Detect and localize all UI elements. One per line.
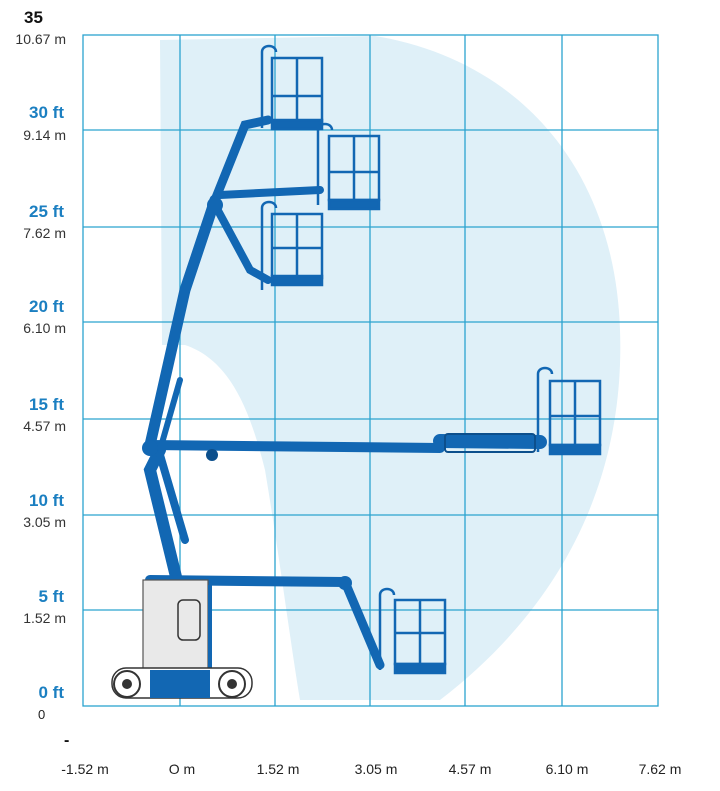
x-label-0m: O m: [168, 761, 196, 777]
basket-top: [260, 44, 324, 131]
top-height-value: 35: [24, 8, 43, 27]
chassis: [111, 579, 253, 699]
y-label-zero: 0: [38, 707, 46, 722]
y-label-1-52m: 1.52 m: [23, 610, 66, 626]
pivot-joint-upper: [207, 197, 223, 213]
y-label-3-05m: 3.05 m: [23, 514, 66, 530]
dash-mark: -: [64, 732, 70, 749]
y-label-9-14m: 9.14 m: [23, 127, 66, 143]
x-label-3-05m: 3.05 m: [354, 761, 398, 777]
x-label-neg-1-52m: -1.52 m: [61, 761, 109, 777]
basket-upper-mid: [260, 200, 324, 290]
basket-upper-right: [316, 122, 381, 211]
y-label-30ft: 30 ft: [29, 103, 64, 122]
working-envelope: [160, 36, 621, 700]
y-label-6-10m: 6.10 m: [23, 320, 66, 336]
x-label-6-10m: 6.10 m: [545, 761, 589, 777]
pivot-joint-low: [338, 576, 352, 590]
y-label-4-57m: 4.57 m: [23, 418, 66, 434]
pivot-joint-outreach: [206, 449, 218, 461]
basket-low: [378, 587, 447, 675]
x-label-7-62m: 7.62 m: [638, 761, 682, 777]
y-label-20ft: 20 ft: [29, 297, 64, 316]
outreach-boom-sleeve: [444, 433, 536, 453]
y-label-15ft: 15 ft: [29, 395, 64, 414]
top-height-meter: 10.67 m: [15, 31, 66, 47]
x-label-4-57m: 4.57 m: [448, 761, 492, 777]
y-label-7-62m: 7.62 m: [23, 225, 66, 241]
y-label-25ft: 25 ft: [29, 202, 64, 221]
pivot-joint-mid: [142, 440, 158, 456]
y-label-10ft: 10 ft: [29, 491, 64, 510]
x-label-1-52m: 1.52 m: [256, 761, 300, 777]
y-label-5ft: 5 ft: [38, 587, 65, 606]
y-label-0ft: 0 ft: [38, 683, 65, 702]
basket-outreach: [536, 366, 602, 456]
